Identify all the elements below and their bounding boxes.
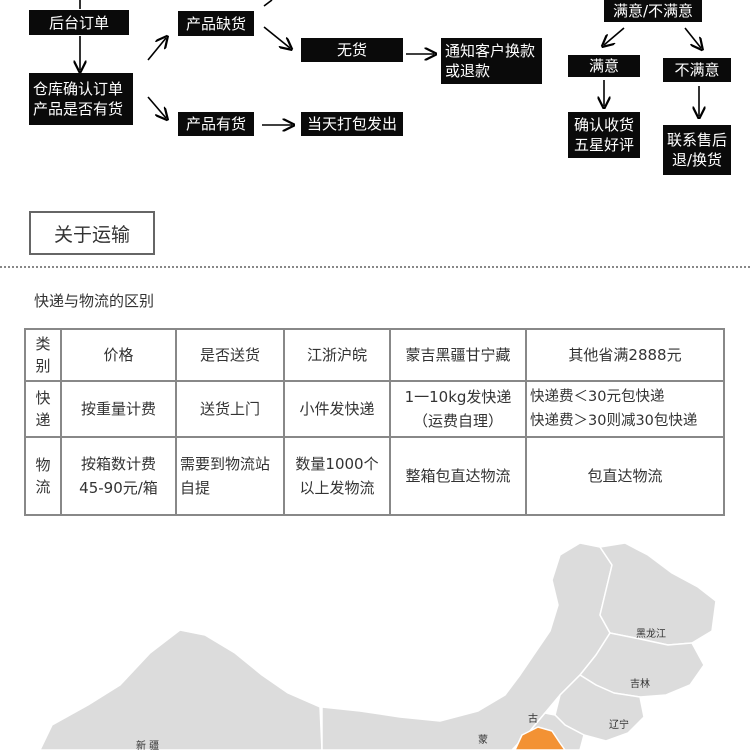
in-stock-label: 产品有货 <box>185 115 246 133</box>
row-express-category: 快 递 <box>24 380 62 438</box>
contact-aftersales-label: 联系售后 退/换货 <box>667 131 728 169</box>
header-other-provinces: 其他省满2888元 <box>525 328 725 382</box>
row-logistics-jzhw: 数量1000个 以上发物流 <box>283 436 391 516</box>
section-title: 关于运输 <box>53 223 130 246</box>
arrow-to-unsatisfied <box>684 27 701 48</box>
header-category: 类 别 <box>24 328 62 382</box>
map-label-meng: 蒙 <box>478 733 488 746</box>
table-row: 快 递 按重量计费 送货上门 小件发快递 1一10kg发快递 （运费自理） 快递… <box>24 380 725 438</box>
no-stock-box: 无货 <box>301 38 403 62</box>
map-label-xinjiang: 新 疆 <box>136 739 159 750</box>
arrow-warehouse-to-in-stock <box>147 96 166 118</box>
ship-same-day-box: 当天打包发出 <box>301 112 403 136</box>
contact-aftersales-box: 联系售后 退/换货 <box>663 125 731 175</box>
map-label-liaoning: 辽宁 <box>609 718 629 731</box>
ship-same-day-label: 当天打包发出 <box>306 115 397 133</box>
backend-order-label: 后台订单 <box>48 13 109 32</box>
section-title-box: 关于运输 <box>29 211 155 255</box>
map-label-gu: 古 <box>528 712 538 725</box>
satisfied-or-not-label: 满意/不满意 <box>612 2 694 20</box>
row-logistics-price: 按箱数计费 45-90元/箱 <box>60 436 177 516</box>
table-header-row: 类 别 价格 是否送货 江浙沪皖 蒙吉黑疆甘宁藏 其他省满2888元 <box>24 328 725 382</box>
no-stock-label: 无货 <box>336 41 367 59</box>
row-express-jzhw: 小件发快递 <box>283 380 391 438</box>
row-express-other: 快递费＜30元包快递 快递费＞30则减30包快递 <box>525 380 725 438</box>
satisfied-or-not-box: 满意/不满意 <box>604 0 702 22</box>
warehouse-confirm-label: 仓库确认订单 产品是否有货 <box>33 80 124 118</box>
map-label-heilongjiang: 黑龙江 <box>636 627 666 640</box>
table-row: 物 流 按箱数计费 45-90元/箱 需要到物流站 自提 数量1000个 以上发… <box>24 436 725 516</box>
backend-order-box: 后台订单 <box>29 10 129 35</box>
arrow-out-of-stock-top-stub <box>263 0 273 7</box>
map-liaoning <box>554 674 645 742</box>
header-price: 价格 <box>60 328 177 382</box>
subheading: 快递与物流的区别 <box>34 292 155 310</box>
confirm-receipt-box: 确认收货 五星好评 <box>568 112 640 158</box>
row-logistics-category: 物 流 <box>24 436 62 516</box>
china-map: 黑龙江 吉林 辽宁 古 蒙 新 疆 <box>39 542 717 750</box>
notify-customer-box: 通知客户换款 或退款 <box>441 38 542 84</box>
unsatisfied-box: 不满意 <box>663 58 731 82</box>
out-of-stock-label: 产品缺货 <box>185 14 246 33</box>
row-logistics-delivery: 需要到物流站 自提 <box>175 436 285 516</box>
row-express-price: 按重量计费 <box>60 380 177 438</box>
row-logistics-other: 包直达物流 <box>525 436 725 516</box>
header-remote-provinces: 蒙吉黑疆甘宁藏 <box>389 328 527 382</box>
arrow-out-of-stock-to-no-stock <box>263 26 290 48</box>
map-highlight-region <box>514 726 566 750</box>
map-xinjiang <box>39 629 323 750</box>
header-jzhw: 江浙沪皖 <box>283 328 391 382</box>
row-logistics-remote: 整箱包直达物流 <box>389 436 527 516</box>
satisfied-label: 满意 <box>588 57 619 75</box>
satisfied-box: 满意 <box>568 55 640 77</box>
confirm-receipt-label: 确认收货 五星好评 <box>573 116 634 154</box>
dotted-divider <box>0 266 750 268</box>
map-label-jilin: 吉林 <box>630 677 650 690</box>
notify-customer-label: 通知客户换款 或退款 <box>445 42 536 80</box>
warehouse-confirm-box: 仓库确认订单 产品是否有货 <box>29 73 133 125</box>
flow-arrows <box>0 0 750 200</box>
row-express-delivery: 送货上门 <box>175 380 285 438</box>
arrow-warehouse-to-out-of-stock <box>147 38 166 61</box>
header-delivery: 是否送货 <box>175 328 285 382</box>
row-express-remote: 1一10kg发快递 （运费自理） <box>389 380 527 438</box>
shipping-comparison-table: 类 别 价格 是否送货 江浙沪皖 蒙吉黑疆甘宁藏 其他省满2888元 快 递 按… <box>24 328 725 516</box>
out-of-stock-box: 产品缺货 <box>178 11 254 36</box>
in-stock-box: 产品有货 <box>178 112 254 136</box>
arrow-to-satisfied <box>604 27 625 45</box>
unsatisfied-label: 不满意 <box>674 61 720 79</box>
